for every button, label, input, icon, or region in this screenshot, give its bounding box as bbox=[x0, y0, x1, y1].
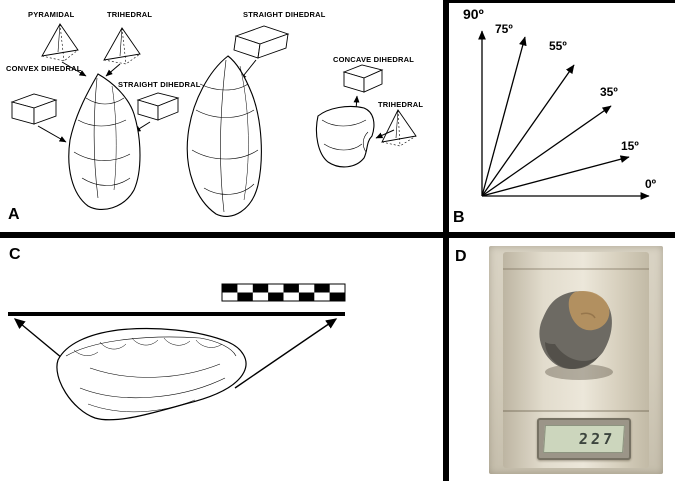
annotation-trihedral-2: TRIHEDRAL bbox=[378, 100, 424, 109]
horizontal-divider bbox=[0, 232, 675, 238]
pyramid-icon bbox=[381, 109, 417, 147]
panel-b: 90º 75º 55º 35º 15º 0º B bbox=[449, 3, 675, 232]
lcd-display: 227 bbox=[537, 418, 631, 460]
angle-ray-15 bbox=[481, 155, 630, 197]
angle-label-55: 55º bbox=[549, 39, 567, 53]
flake-drawing-small bbox=[315, 105, 375, 168]
tip-types-diagram bbox=[10, 23, 417, 217]
panel-d: 227 D bbox=[449, 238, 675, 481]
angle-label-75: 75º bbox=[495, 22, 513, 36]
scale-seam bbox=[503, 410, 649, 412]
flake-drawing-large bbox=[56, 327, 247, 421]
cuboid-icon bbox=[233, 25, 290, 59]
angle-ray-75 bbox=[481, 36, 527, 197]
panel-label-b: B bbox=[453, 209, 465, 226]
angle-fan-diagram bbox=[478, 30, 650, 200]
cuboid-icon bbox=[10, 93, 58, 125]
stone-weighing-photo: 227 bbox=[489, 246, 663, 474]
scale-bar bbox=[221, 283, 346, 302]
flake-angle-diagram bbox=[8, 283, 346, 421]
handaxe-drawing-1 bbox=[68, 73, 141, 210]
scale-seam bbox=[503, 268, 649, 270]
stone-photo bbox=[531, 286, 627, 386]
cuboid-icon bbox=[342, 64, 384, 93]
angle-ray-55 bbox=[481, 64, 575, 197]
top-border-right bbox=[443, 0, 675, 3]
angle-label-0: 0º bbox=[645, 177, 657, 191]
angle-label-15: 15º bbox=[621, 139, 639, 153]
measurement-arrows bbox=[13, 318, 338, 389]
panel-label-a: A bbox=[8, 206, 20, 223]
stone-shape bbox=[539, 290, 613, 380]
cuboid-icon bbox=[136, 92, 180, 121]
lcd-reading: 227 bbox=[543, 425, 625, 453]
annotation-convex-dihedral: CONVEX DIHEDRAL bbox=[6, 64, 82, 73]
annotation-trihedral-1: TRIHEDRAL bbox=[107, 10, 153, 19]
angle-label-90: 90º bbox=[463, 6, 484, 22]
pyramid-icon bbox=[103, 27, 141, 65]
panel-c: C bbox=[0, 238, 443, 481]
annotation-straight-dihedral-1: STRAIGHT DIHEDRAL bbox=[243, 10, 326, 19]
pyramid-icon bbox=[41, 23, 79, 62]
panel-label-d: D bbox=[455, 248, 467, 265]
panel-label-c: C bbox=[9, 246, 21, 263]
angle-label-35: 35º bbox=[600, 85, 618, 99]
angle-ray-35 bbox=[481, 105, 612, 197]
annotation-concave-dihedral: CONCAVE DIHEDRAL bbox=[333, 55, 414, 64]
panel-a: PYRAMIDAL TRIHEDRAL STRAIGHT DIHEDRAL CO… bbox=[0, 0, 443, 232]
handaxe-drawing-2 bbox=[186, 55, 262, 217]
annotation-pyramidal: PYRAMIDAL bbox=[28, 10, 75, 19]
annotation-straight-dihedral-2: STRAIGHT DIHEDRAL bbox=[118, 80, 201, 89]
vertical-divider bbox=[443, 0, 449, 481]
